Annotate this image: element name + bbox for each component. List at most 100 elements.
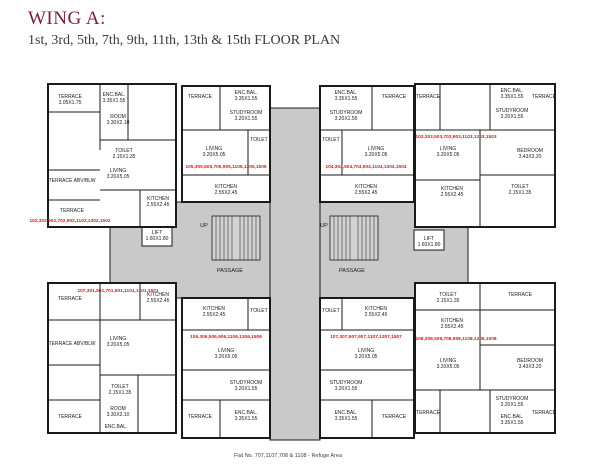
label-toilet: TOILET [111,384,128,390]
label-kitchen-dim: 2.55X2.45 [147,202,170,208]
label-passage-right: PASSAGE [339,268,365,274]
label-kitchen: KITCHEN [355,184,377,190]
label-living-dim: 3.20X5.05 [215,354,238,360]
label-living-dim: 3.20X5.05 [203,152,226,158]
flat-mid-right-bottom [319,297,415,439]
label-kitchen: KITCHEN [215,184,237,190]
label-kitchen-dim: 2.55X2.45 [147,298,170,304]
label-terrace-2: TERRACE [60,208,85,214]
label-enc-bal: ENC.BAL. [105,424,128,430]
label-room: ROOM [110,406,126,412]
flat-mid-left-bottom [181,297,271,439]
label-terrace-abv: TERRACE ABV/BLW [49,178,96,184]
lift-right-shaft [413,229,445,251]
label-kitchen: KITCHEN [441,186,463,192]
label-living-dim: 3.20X5.05 [437,364,460,370]
label-kitchen: KITCHEN [147,292,169,298]
label-enc-bal-dim: 3.35X1.55 [501,420,524,426]
label-living: LIVING [206,146,223,152]
label-up-right: UP [320,223,328,229]
flat-mid-right-top [319,85,415,203]
label-kitchen-dim: 2.55X2.45 [365,312,388,318]
label-study-dim: 3.20X1.55 [235,386,258,392]
label-kitchen: KITCHEN [203,306,225,312]
label-living-dim: 3.20X5.05 [355,354,378,360]
label-terrace: TERRACE [532,410,557,416]
label-enc-bal: ENC.BAL. [235,90,258,96]
flatno-mid-left-bottom: 106,306,506,906,1106,1306,1506 [190,334,262,340]
label-study-dim: 3.20X1.55 [335,116,358,122]
label-toilet-dim: 2.15X1.35 [509,190,532,196]
label-living-dim: 3.20X5.05 [437,152,460,158]
footer-note: Flat No. 707,1107,708 & 1108 - Refuge Ar… [234,453,343,459]
flatno-left-top: 102,302,502,702,902,1102,1302,1502 [29,218,110,224]
label-lift-dim: 1.60X1.80 [146,236,169,242]
label-room: ROOM [110,114,126,120]
label-toilet-dim: 2.15X1.35 [109,390,132,396]
label-kitchen: KITCHEN [365,306,387,312]
label-enc-bal-dim: 3.35X1.55 [335,96,358,102]
label-kitchen-dim: 2.55X2.45 [203,312,226,318]
label-terrace: TERRACE [58,94,83,100]
label-terrace-abv: TERRACE ABV/BLW [49,341,96,347]
label-up-left: UP [200,223,208,229]
label-living: LIVING [110,336,127,342]
label-study-dim: 3.20X1.55 [501,402,524,408]
flat-mid-left-top [181,85,271,203]
label-lift: LIFT [424,236,434,242]
label-terrace: TERRACE [532,94,557,100]
label-lift-dim: 1.60X1.80 [418,242,441,248]
label-enc-bal: ENC.BAL. [235,410,258,416]
label-bedroom: BEDROOM [517,358,543,364]
label-enc-bal-dim: 3.35X1.55 [335,416,358,422]
label-toilet: TOILET [511,184,528,190]
label-enc-bal: ENC.BAL. [501,88,524,94]
flat-right-bottom [414,282,556,434]
label-kitchen: KITCHEN [441,318,463,324]
label-enc-bal-dim: 3.35X1.55 [235,416,258,422]
staircase-left [211,215,261,261]
label-terrace: TERRACE [382,94,407,100]
label-study-dim: 3.20X1.55 [501,114,524,120]
flat-left-bottom [47,282,177,434]
label-kitchen-dim: 2.55X2.45 [441,192,464,198]
label-study-dim: 3.20X1.55 [335,386,358,392]
label-living: LIVING [110,168,127,174]
label-toilet: TOILET [439,292,456,298]
label-toilet-dim: 2.15X1.35 [437,298,460,304]
label-terrace: TERRACE [188,414,213,420]
flatno-left-bottom: 107,301,501,701,901,1101,1301,1501 [77,288,158,294]
staircase-right [329,215,379,261]
label-bedroom-dim: 3.43X3.20 [519,364,542,370]
label-terrace: TERRACE [416,94,441,100]
label-enc-bal: ENC.BAL. [501,414,524,420]
label-toilet: TOILET [322,308,339,314]
flat-left-top [47,83,177,228]
label-kitchen-dim: 2.55X2.45 [355,190,378,196]
label-toilet: TOILET [250,308,267,314]
label-living: LIVING [440,146,457,152]
central-core [269,107,321,441]
label-living-dim: 3.20X5.05 [365,152,388,158]
label-toilet: TOILET [250,137,267,143]
plan-title: WING A: [28,8,106,29]
label-toilet: TOILET [115,148,132,154]
label-study: STUDYROOM [230,380,263,386]
label-toilet: TOILET [322,137,339,143]
label-study: STUDYROOM [330,110,363,116]
label-study: STUDYROOM [230,110,263,116]
label-passage-left: PASSAGE [217,268,243,274]
label-terrace-3: TERRACE [58,414,83,420]
label-lift: LIFT [152,230,162,236]
label-enc-bal: ENC.BAL. [335,90,358,96]
label-bedroom-dim: 3.43X3.20 [519,154,542,160]
label-kitchen-dim: 2.55X2.45 [441,324,464,330]
flatno-mid-right-bottom: 107,307,507,907,1107,1307,1507 [330,334,402,340]
flatno-mid-right-top: 104,304,504,704,904,1104,1304,1504 [325,164,406,170]
label-study: STUDYROOM [496,108,529,114]
label-living-dim: 3.20X5.05 [107,342,130,348]
label-enc-bal-dim: 3.35X1.55 [103,98,126,104]
flat-right-top [414,83,556,228]
flatno-right-top: 103,303,503,703,903,1103,1303,1503 [415,134,496,140]
